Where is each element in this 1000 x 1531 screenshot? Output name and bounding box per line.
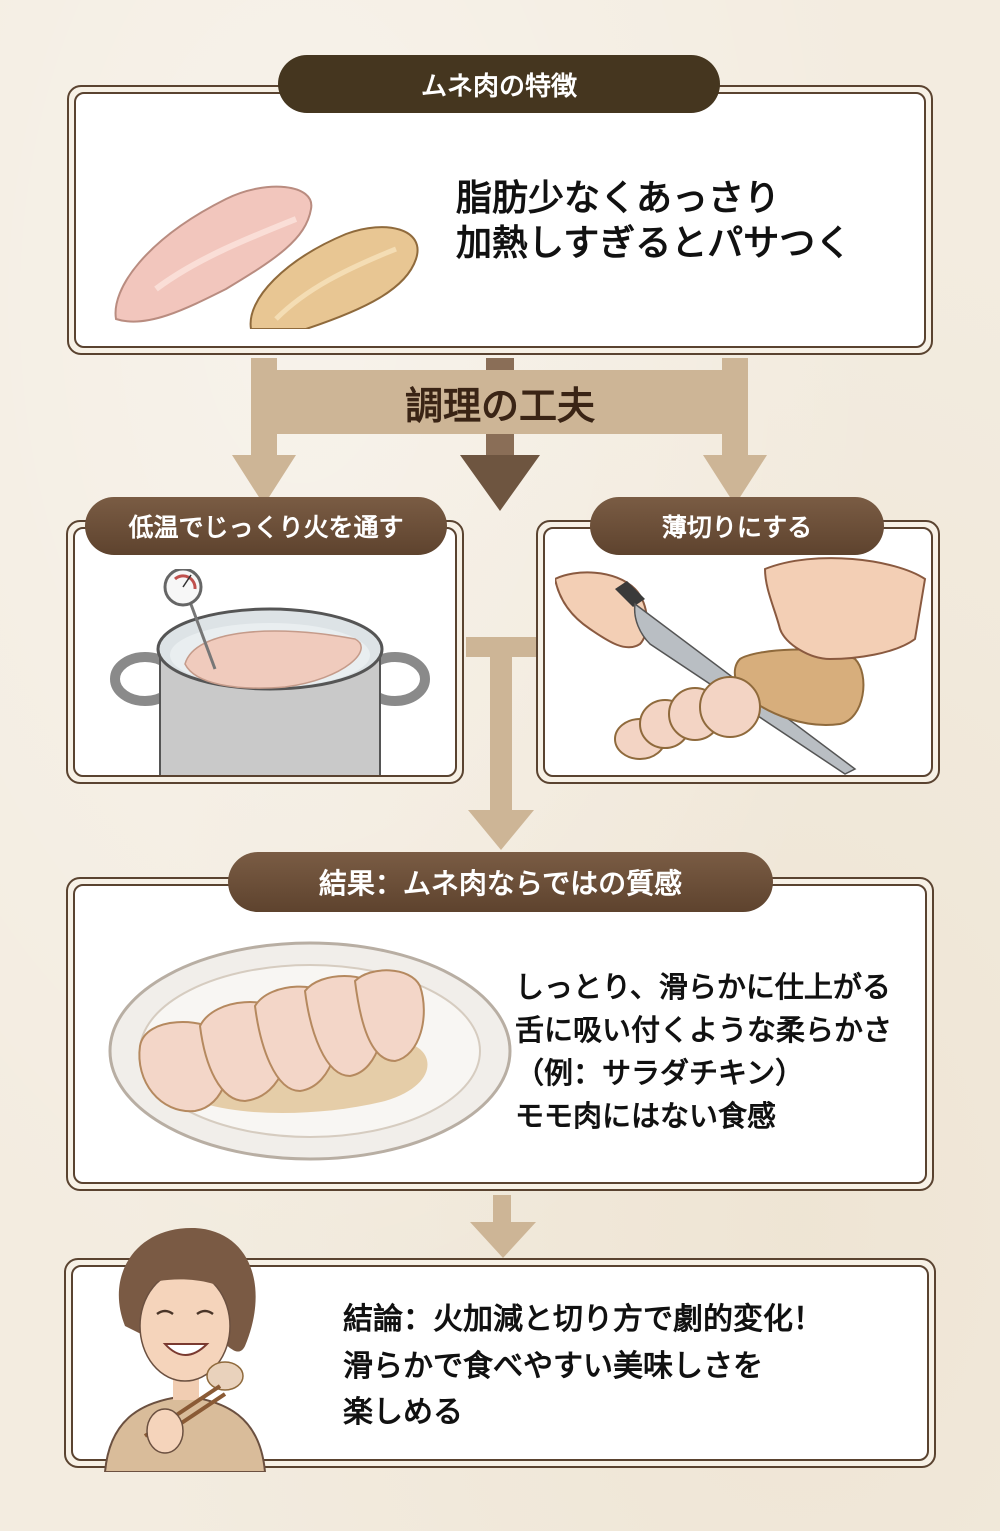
connector-bar-horizontal [466, 637, 536, 657]
arrow-down-to-result-icon [468, 810, 534, 850]
plate-sliced-chicken-icon [108, 941, 512, 1161]
pot-illustration [105, 569, 435, 775]
conclusion-line-1: 結論：火加減と切り方で劇的変化！ [343, 1302, 823, 1337]
woman-illustration [85, 1216, 285, 1472]
breast-features-box: 脂肪少なくあっさり 加熱しすぎるとパサつく [67, 85, 933, 355]
section-title-text: ムネ肉の特徴 [420, 71, 577, 102]
raw-chicken-icon [114, 185, 419, 329]
arrow-down-to-conclusion-icon [470, 1222, 536, 1258]
result-title-text: 結果：ムネ肉ならではの質感 [318, 867, 683, 900]
feature-line-2: 加熱しすぎるとパサつく [456, 223, 852, 264]
result-box: しっとり、滑らかに仕上がる 舌に吸い付くような柔らかさ （例：サラダチキン） モ… [66, 877, 934, 1191]
feature-line-1: 脂肪少なくあっさり [456, 178, 781, 219]
cooking-tips-band: 調理の工夫 [264, 370, 736, 434]
tip-left-title-text: 低温でじっくり火を通す [128, 513, 404, 542]
conclusion-arrow-stem [493, 1195, 511, 1225]
slicing-illustration [555, 549, 931, 775]
tip-thin-slice-box [536, 520, 940, 784]
conclusion-line-2: 滑らかで食べやすい美味しさを [343, 1348, 763, 1384]
arrow-down-left-icon [232, 455, 296, 505]
pot-thermometer-icon [110, 569, 430, 775]
conclusion-text: 結論：火加減と切り方で劇的変化！ 滑らかで食べやすい美味しさを 楽しめる [343, 1297, 823, 1437]
result-title: 結果：ムネ肉ならではの質感 [228, 852, 773, 912]
result-line-2: 舌に吸い付くような柔らかさ [515, 1012, 893, 1047]
tip-title-low-temp: 低温でじっくり火を通す [85, 497, 447, 555]
result-line-3: （例：サラダチキン） [515, 1055, 805, 1090]
result-text: しっとり、滑らかに仕上がる 舌に吸い付くような柔らかさ （例：サラダチキン） モ… [515, 966, 892, 1138]
result-line-1: しっとり、滑らかに仕上がる [515, 970, 891, 1004]
chicken-breast-illustration [106, 179, 426, 329]
tip-right-title-text: 薄切りにする [661, 513, 813, 542]
knife-slicing-icon [555, 557, 927, 775]
plate-illustration [105, 936, 515, 1166]
tip-title-thin-slice: 薄切りにする [590, 497, 884, 555]
breast-features-text: 脂肪少なくあっさり 加熱しすぎるとパサつく [456, 176, 851, 266]
tip-low-temp-box [66, 520, 464, 784]
conclusion-line-3: 楽しめる [343, 1395, 463, 1430]
connector-stem [490, 650, 512, 812]
smiling-woman-icon [103, 1227, 267, 1472]
section-title-breast-features: ムネ肉の特徴 [278, 55, 720, 113]
cooking-tips-label: 調理の工夫 [404, 383, 595, 428]
result-line-4: モモ肉にはない食感 [515, 1098, 777, 1133]
arrow-down-right-icon [703, 455, 767, 505]
arrow-down-center-icon [460, 455, 540, 511]
